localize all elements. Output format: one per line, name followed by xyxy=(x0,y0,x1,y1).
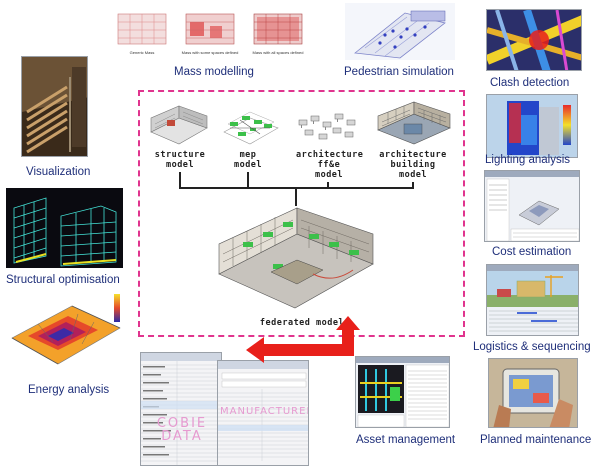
planned-maintenance-image xyxy=(488,358,578,428)
clash-detection-image xyxy=(486,9,582,71)
architecture-ffe-model-label: architecture ff&e model xyxy=(296,150,364,180)
structure-model-image xyxy=(147,104,211,146)
energy-analysis-image xyxy=(8,292,126,370)
logistics-sequencing-image xyxy=(486,264,579,336)
federated-building-image xyxy=(213,204,377,312)
structural-optimisation-label: Structural optimisation xyxy=(6,274,120,286)
mass-modelling-image: Generic Mass Mass with some spaces defin… xyxy=(112,8,312,58)
architecture-building-model-image xyxy=(374,100,454,146)
mass-block-some xyxy=(185,13,235,45)
mass-block-generic xyxy=(117,13,167,45)
pedestrian-simulation-image xyxy=(345,3,455,60)
federated-model-label: federated model xyxy=(259,318,345,328)
mep-model-label: mep model xyxy=(233,150,263,170)
cobie-spreadsheet-right: MANUFACTURER xyxy=(217,360,309,466)
lighting-analysis-label: Lighting analysis xyxy=(485,154,571,166)
connector-arch xyxy=(412,182,414,188)
cost-estimation-image xyxy=(484,170,580,242)
manufacturer-text: MANUFACTURER xyxy=(220,406,309,417)
cobie-spreadsheet-left: COBIE DATA xyxy=(140,352,222,466)
mass-caption-2: Mass with some spaces defined xyxy=(182,50,239,55)
lighting-analysis-image xyxy=(486,94,578,158)
cobie-line-2: DATA xyxy=(161,429,203,444)
asset-management-image xyxy=(355,356,450,428)
federated-model-frame xyxy=(138,90,465,337)
cost-estimation-label: Cost estimation xyxy=(492,246,572,258)
structural-optimisation-image xyxy=(6,188,123,268)
cobie-export-arrow xyxy=(244,316,364,364)
clash-detection-label: Clash detection xyxy=(490,77,570,89)
mass-block-all xyxy=(253,13,303,45)
connector-structure xyxy=(179,172,181,188)
mass-caption-3: Mass with all spaces defined xyxy=(253,50,304,55)
connector-ffe xyxy=(327,182,329,188)
mep-model-image xyxy=(220,104,282,146)
architecture-building-model-label: architecture building model xyxy=(379,150,447,180)
ffe-model-image xyxy=(295,108,361,144)
asset-management-label: Asset management xyxy=(356,434,456,446)
mass-modelling-label: Mass modelling xyxy=(174,66,254,78)
cobie-line-1: COBIE xyxy=(156,416,208,431)
logistics-sequencing-label: Logistics & sequencing xyxy=(473,341,591,353)
visualization-label: Visualization xyxy=(26,166,91,178)
planned-maintenance-label: Planned maintenance xyxy=(480,434,592,446)
energy-analysis-label: Energy analysis xyxy=(28,384,110,396)
pedestrian-simulation-label: Pedestrian simulation xyxy=(344,66,454,78)
connector-down xyxy=(295,187,297,206)
connector-mep xyxy=(247,172,249,188)
visualization-image xyxy=(21,56,88,157)
cobie-data-text: COBIE DATA xyxy=(151,417,213,443)
structure-model-label: structure model xyxy=(154,150,206,170)
mass-caption-1: Generic Mass xyxy=(130,50,155,55)
